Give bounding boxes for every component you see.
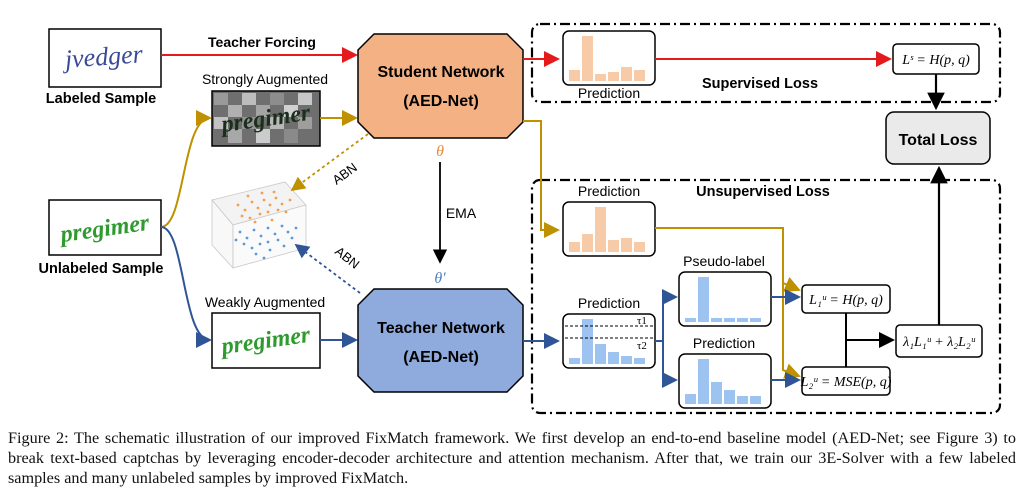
labeled-sample-label: Labeled Sample	[46, 91, 156, 107]
unlabeled-sample-image	[48, 199, 162, 256]
tau2-label: τ2	[637, 340, 647, 352]
supervised-loss-label: Supervised Loss	[702, 76, 818, 92]
total-loss-label: Total Loss	[899, 132, 978, 149]
theta-prime-label: θ′	[434, 270, 446, 287]
fork-to-pseudo-label-arrow	[662, 289, 678, 341]
labeled-captcha-text: jvedger	[61, 39, 145, 74]
strongly-augmented-image: pregimer	[211, 90, 321, 147]
student-to-unsup-pred-arrow	[523, 120, 560, 238]
abn-teacher-arrow	[294, 243, 361, 294]
soft-prediction-label: Prediction	[693, 335, 755, 351]
total-loss-box	[885, 111, 991, 165]
pseudo-label-chart	[678, 271, 772, 327]
feature-scatter-plot	[211, 181, 307, 270]
soft-prediction-chart	[678, 353, 772, 409]
student-prediction-chart	[562, 201, 656, 257]
unsupervised-loss-label: Unsupervised Loss	[696, 184, 830, 200]
l1-equation: L₁ᵘ = H(p, q)	[808, 293, 883, 308]
strong-branch-curve	[160, 110, 212, 228]
student-prediction-label: Prediction	[578, 183, 640, 199]
abn-teacher-label: ABN	[332, 243, 362, 271]
tau1-label: τ1	[637, 315, 647, 327]
supervised-loss-region	[530, 22, 1002, 104]
abn-student-label: ABN	[329, 160, 359, 188]
unsupervised-loss-region	[530, 178, 1002, 415]
student-network-sub: (AED-Net)	[403, 93, 479, 110]
teacher-forcing-label: Teacher Forcing	[208, 34, 316, 50]
teacher-network-box	[357, 288, 524, 393]
combined-equation: λ₁L₁ᵘ + λ₂L₂ᵘ	[902, 335, 976, 350]
fork-to-prediction-arrow	[662, 341, 678, 388]
weakly-augmented-image: pregimer	[211, 312, 321, 369]
abn-student-arrow	[290, 133, 369, 192]
labeled-sample-image	[48, 28, 162, 88]
teacher-network-sub: (AED-Net)	[403, 349, 479, 366]
supervised-prediction-label: Prediction	[578, 85, 640, 101]
teacher-network-title: Teacher Network	[377, 320, 505, 337]
pseudo-label-label: Pseudo-label	[683, 253, 765, 269]
unlabeled-sample-label: Unlabeled Sample	[39, 261, 164, 277]
supervised-prediction-chart	[562, 30, 656, 86]
framework-diagram: jvedger Labeled Sample pregimer Unlabele…	[39, 22, 1002, 415]
ls-equation: Lˢ = H(p, q)	[901, 53, 970, 68]
teacher-prediction-chart	[562, 313, 656, 369]
figure-caption: Figure 2: The schematic illustration of …	[8, 429, 1016, 487]
ema-label: EMA	[446, 205, 477, 221]
weakly-augmented-label: Weakly Augmented	[205, 294, 325, 310]
teacher-prediction-label: Prediction	[578, 295, 640, 311]
student-network-title: Student Network	[377, 64, 504, 81]
strongly-augmented-label: Strongly Augmented	[202, 71, 328, 87]
weak-branch-curve	[160, 226, 212, 348]
student-network-box	[357, 33, 524, 139]
l2-equation: L₂ᵘ = MSE(p, q)	[800, 375, 892, 390]
theta-label: θ	[436, 143, 444, 160]
student-pred-to-l1-arrow	[655, 227, 801, 292]
